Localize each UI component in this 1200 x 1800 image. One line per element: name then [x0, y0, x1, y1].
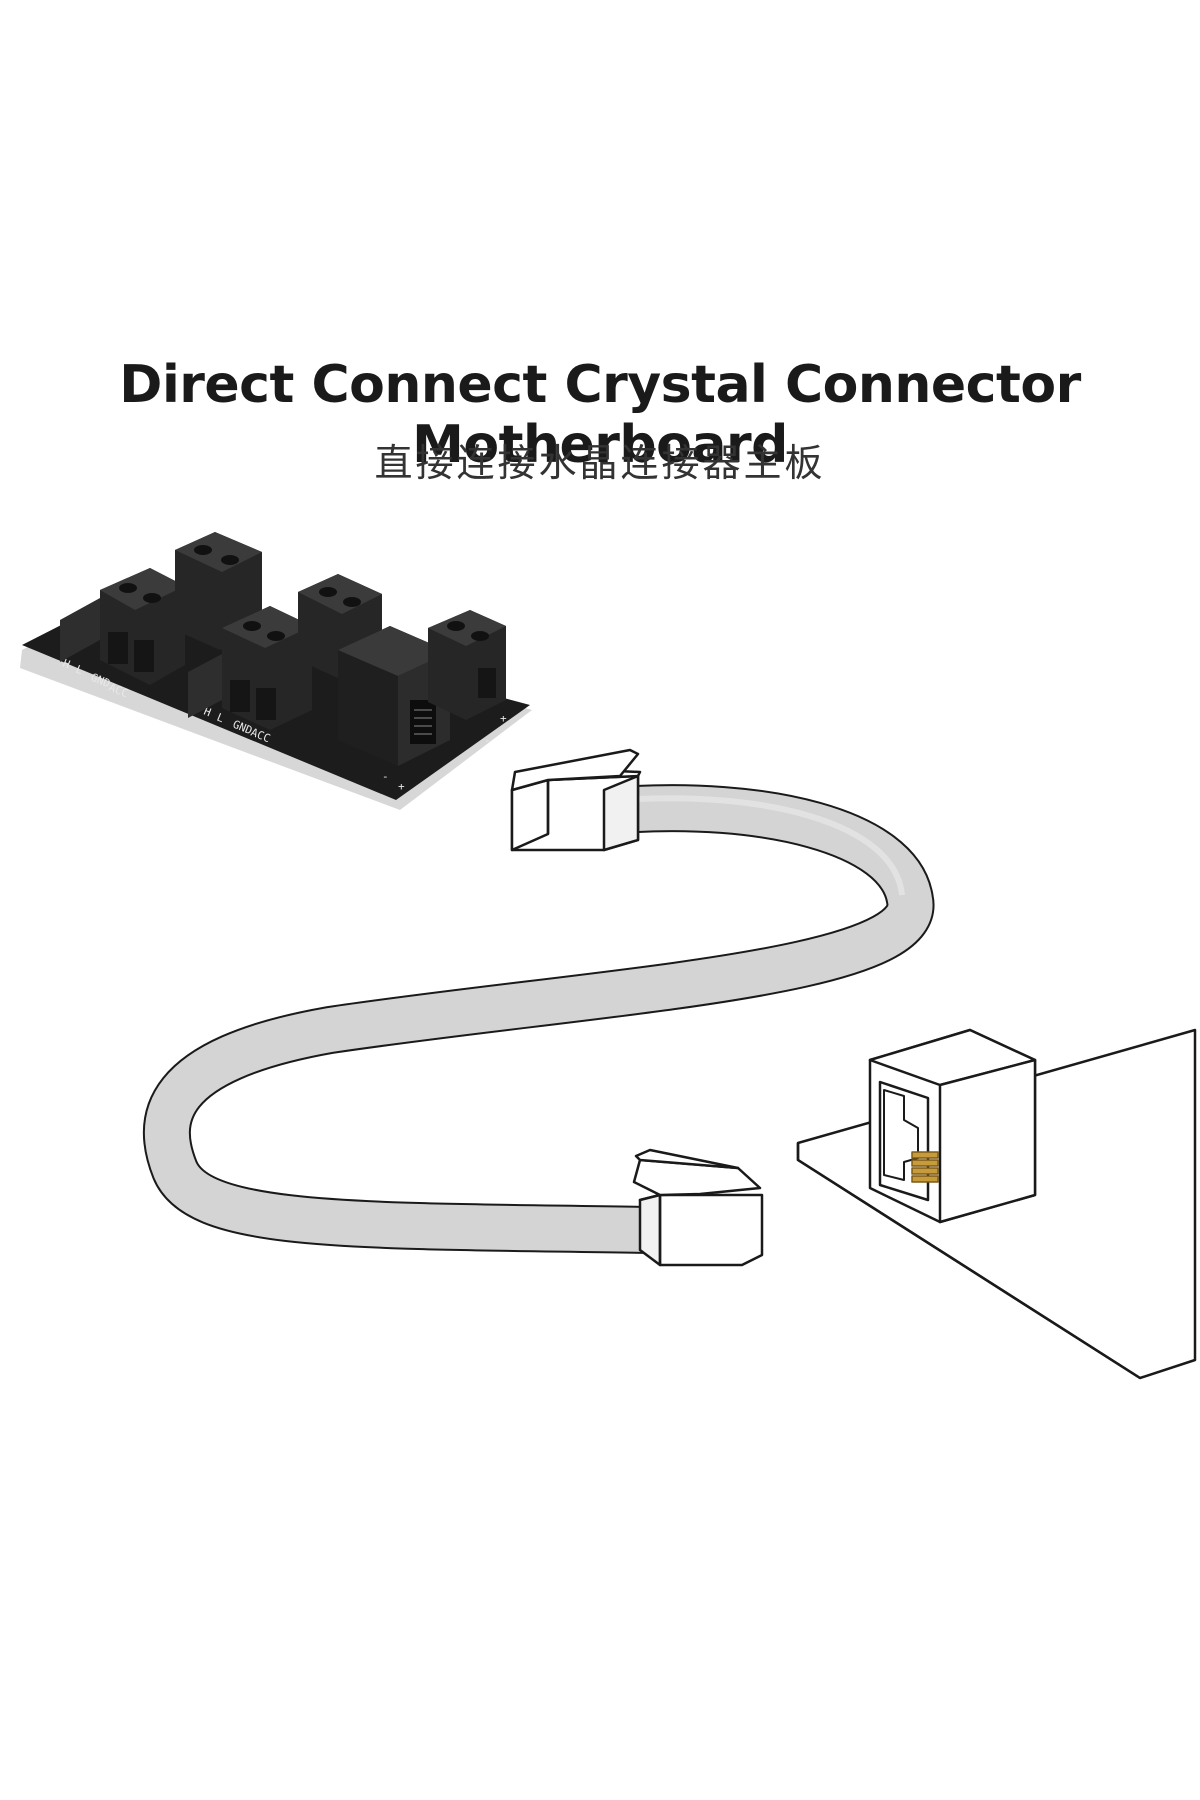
pcb-label-h-1: H [61, 657, 72, 672]
plug-top-side [602, 774, 640, 852]
device-jack-contacts [911, 1151, 939, 1183]
screw-terminal-1 [100, 568, 185, 685]
device-board-edge [796, 1143, 1141, 1380]
cable-highlight [619, 795, 905, 896]
pcb-label-l-1: L [74, 663, 85, 678]
crystal-plug-bottom [632, 1148, 764, 1267]
diagram-subtitle: 直接连接水晶连接器主板 [374, 441, 826, 485]
cable-body [144, 786, 933, 1252]
pcb-label-l-2: L [215, 711, 226, 726]
crystal-plug-top [510, 748, 642, 852]
diagram-title: Direct Connect Crystal Connector Motherb… [119, 355, 1081, 475]
device-jack-side [938, 1058, 1037, 1224]
pcb-rj-jack [338, 626, 450, 766]
device-jack [868, 1028, 1037, 1224]
pcb-label-minus-1: - [484, 734, 491, 747]
pcb-label-plus-1: + [500, 712, 507, 725]
motherboard-pcb: ACC GND L H ACC GND L H + - + - [20, 532, 532, 810]
pcb-label-h-2: H [202, 705, 213, 720]
plug-bottom-side [638, 1193, 662, 1267]
screw-terminal-3 [222, 606, 312, 730]
pcb-label-minus-2: - [382, 770, 389, 783]
crystal-cable [142, 784, 935, 1254]
screw-terminal-5 [428, 610, 506, 720]
plug-bottom-ridge [634, 1148, 740, 1170]
pcb-label-plus-2: + [398, 780, 405, 793]
